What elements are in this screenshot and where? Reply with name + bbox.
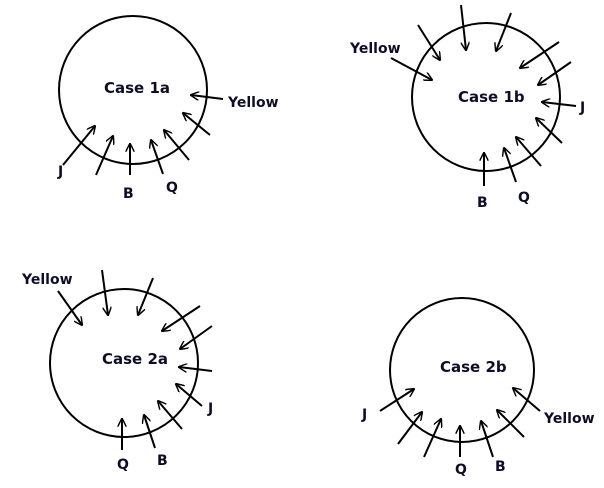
arrow-group xyxy=(57,269,213,450)
arrow-group xyxy=(379,388,541,458)
case-2a-label-yellow: Yellow xyxy=(21,272,73,288)
case-1b-title: Case 1b xyxy=(458,88,525,106)
case-2a-label-j: J xyxy=(207,401,213,417)
case-2b: Case 2b Yellow J B Q xyxy=(361,297,595,478)
arrow-icon xyxy=(191,95,224,99)
arrow-icon xyxy=(423,419,441,458)
arrow-icon xyxy=(162,305,201,331)
arrow-icon xyxy=(151,140,164,175)
arrow-icon xyxy=(144,415,156,449)
arrow-icon xyxy=(536,118,563,144)
arrow-icon xyxy=(538,61,572,85)
arrow-icon xyxy=(516,137,542,167)
arrow-icon xyxy=(179,367,213,371)
arrow-icon xyxy=(183,113,211,136)
arrow-icon xyxy=(57,290,82,325)
arrow-icon xyxy=(101,269,108,315)
case-2a-circle xyxy=(49,288,199,438)
case-1a-label-j: J xyxy=(57,164,63,180)
case-1b: Case 1b Yellow J B Q xyxy=(349,4,585,211)
arrow-icon xyxy=(496,12,512,51)
case-1b-label-q: Q xyxy=(518,190,530,206)
arrow-icon xyxy=(164,130,190,161)
arrow-icon xyxy=(138,277,154,315)
arrow-icon xyxy=(513,388,541,412)
case-1a-label-yellow: Yellow xyxy=(227,95,279,111)
case-1a: Case 1a Yellow J B Q xyxy=(57,15,279,202)
case-2b-label-j: J xyxy=(361,407,367,423)
case-1b-label-j: J xyxy=(579,100,585,116)
arrow-icon xyxy=(180,325,213,349)
arrow-icon xyxy=(497,410,525,438)
arrow-icon xyxy=(379,389,414,412)
case-1a-label-q: Q xyxy=(166,180,178,196)
arrow-icon xyxy=(460,4,466,50)
case-2b-title: Case 2b xyxy=(440,358,507,376)
arrow-icon xyxy=(504,148,517,183)
arrow-icon xyxy=(481,421,494,458)
arrow-icon xyxy=(390,57,432,80)
arrow-group xyxy=(62,95,224,176)
case-2a-title: Case 2a xyxy=(102,350,168,368)
arrow-icon xyxy=(397,412,422,445)
arrow-group xyxy=(390,4,577,186)
case-1b-circle xyxy=(411,22,561,172)
case-1b-label-yellow: Yellow xyxy=(349,41,401,57)
arrow-icon xyxy=(520,41,560,68)
case-1a-circle xyxy=(58,15,208,165)
case-2b-label-q: Q xyxy=(455,462,467,478)
case-1a-label-b: B xyxy=(123,186,134,202)
arrow-icon xyxy=(95,136,113,176)
case-2b-label-yellow: Yellow xyxy=(543,411,595,427)
case-2a-label-q: Q xyxy=(117,457,129,473)
arrow-icon xyxy=(158,401,183,430)
case-2b-label-b: B xyxy=(495,459,506,475)
arrow-icon xyxy=(176,384,203,407)
case-2a-label-b: B xyxy=(157,453,168,469)
case-2b-circle xyxy=(389,297,535,443)
case-2a: Case 2a Yellow J B Q xyxy=(21,269,213,473)
arrow-icon xyxy=(417,24,440,60)
arrow-icon xyxy=(542,102,577,106)
case-1b-label-b: B xyxy=(477,195,488,211)
arrow-icon xyxy=(62,126,95,166)
case-1a-title: Case 1a xyxy=(104,79,170,97)
